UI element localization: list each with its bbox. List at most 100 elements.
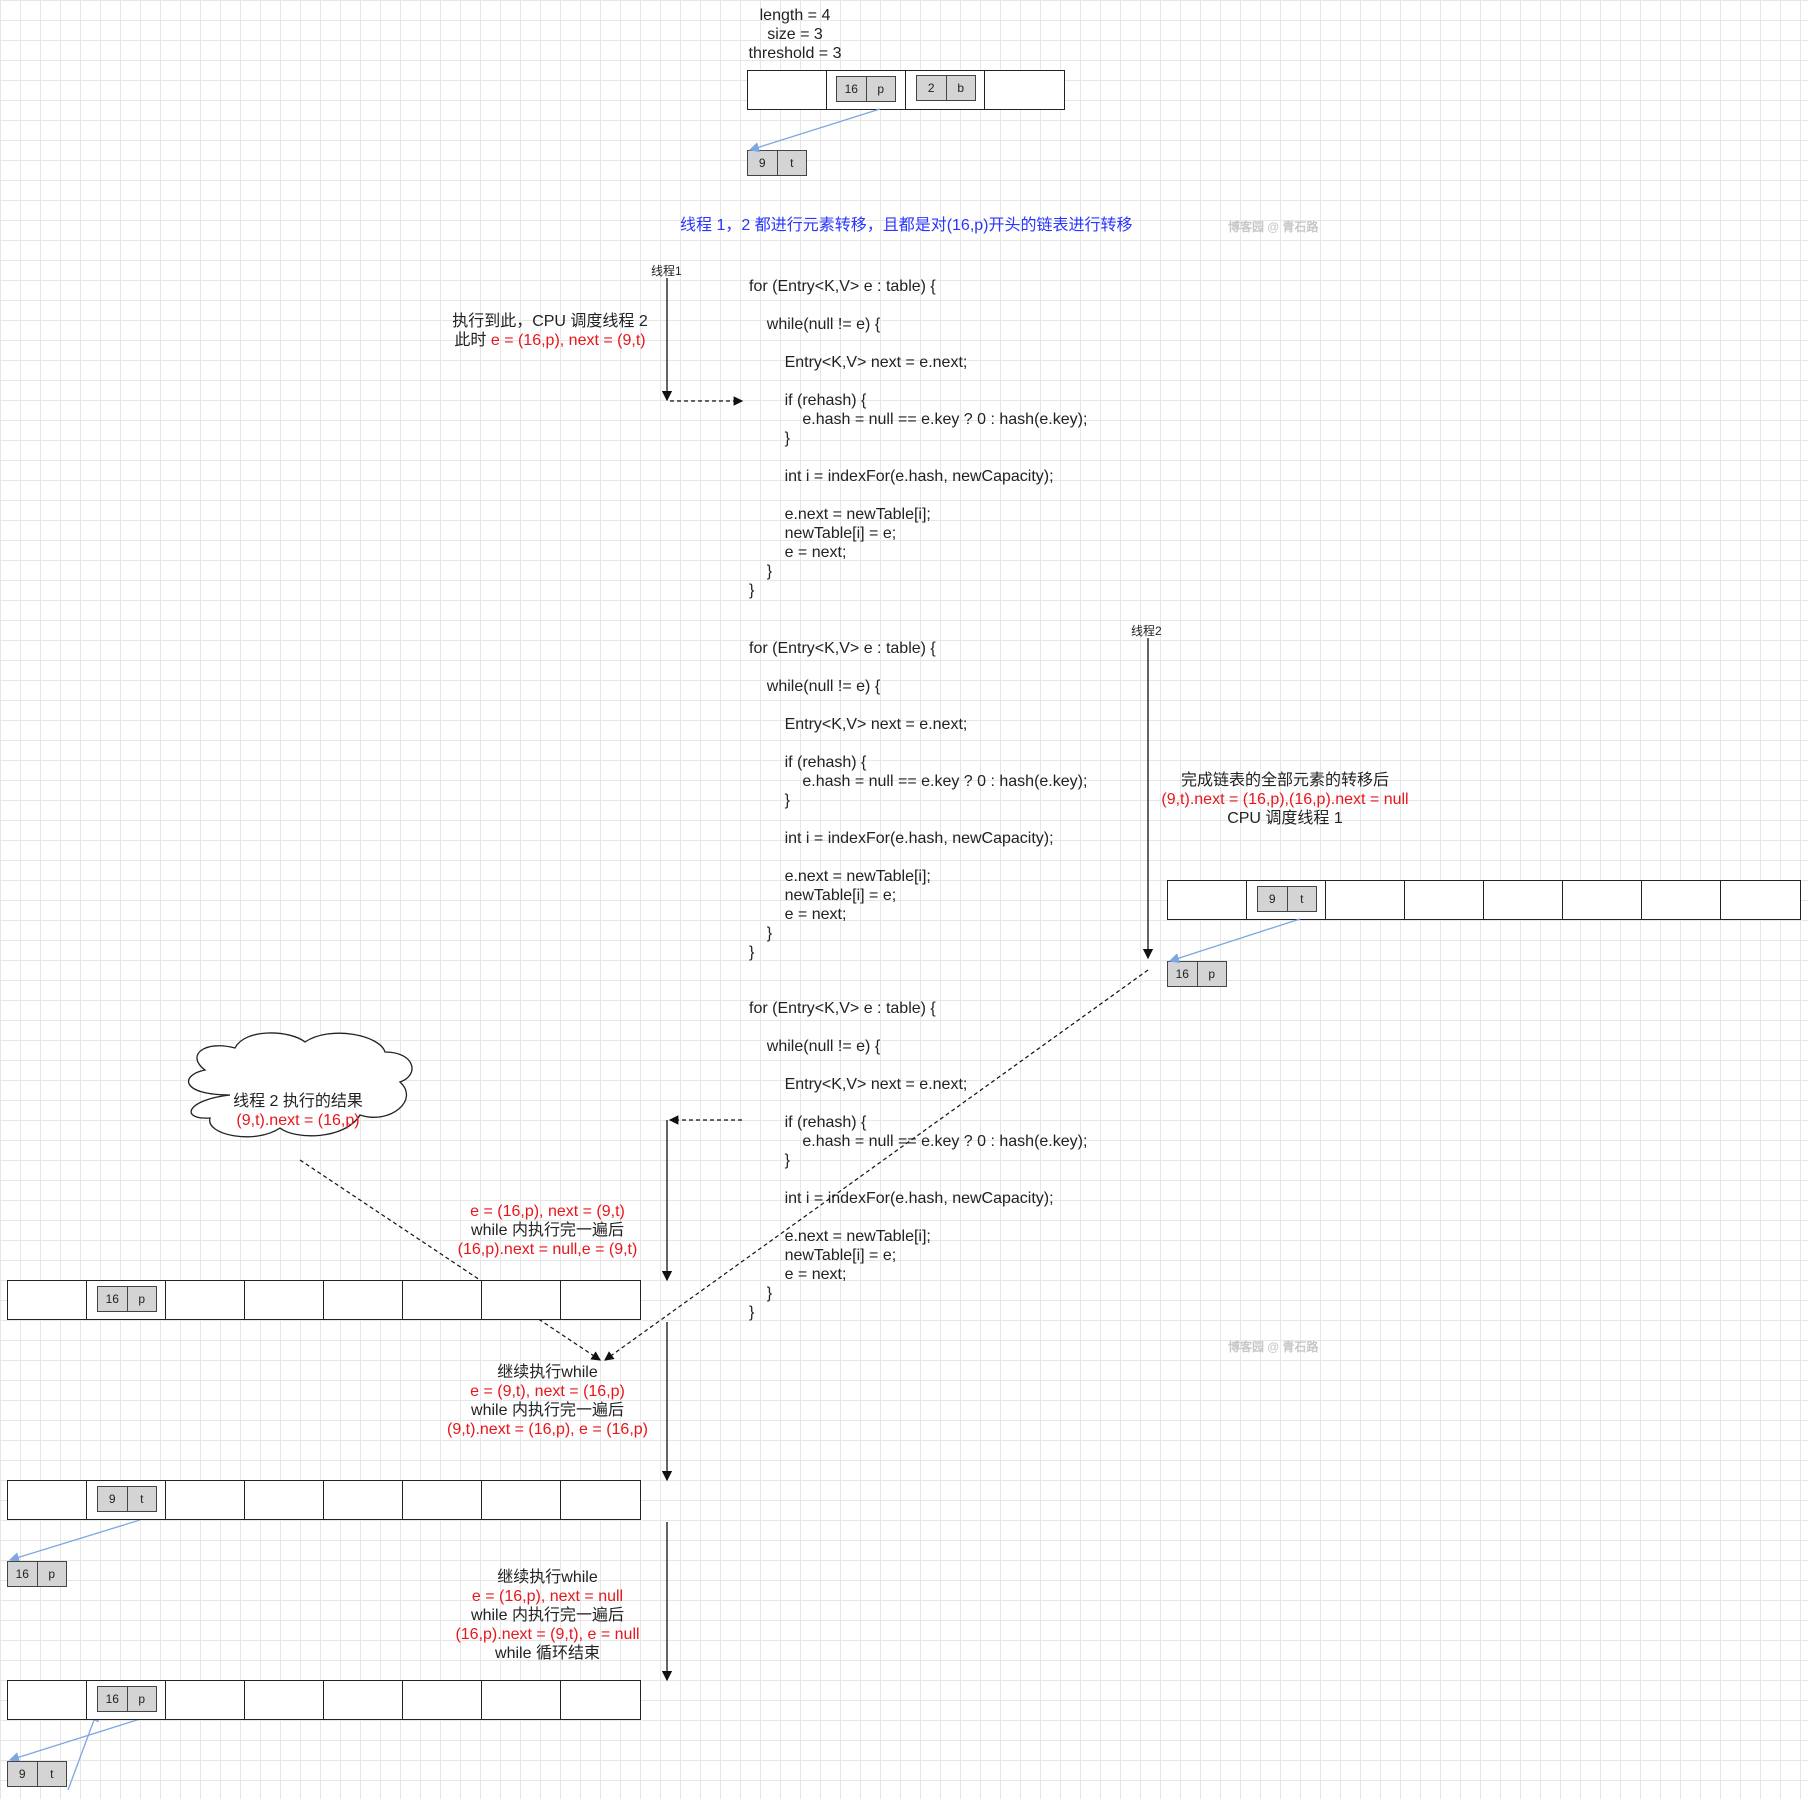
step2-note: 继续执行while e = (9,t), next = (16,p) while… [447, 1364, 648, 1438]
code-line: while(null != e) { [749, 1038, 881, 1055]
table-slot [87, 1681, 166, 1719]
old-table [747, 70, 1065, 110]
dashed-pointer [299, 1159, 601, 1361]
table-slot [166, 1681, 245, 1719]
table-slot [87, 1281, 166, 1319]
table-slot [245, 1481, 324, 1519]
code-line: } [749, 430, 790, 447]
code-line [749, 1018, 1087, 1037]
code-line: } [749, 925, 773, 942]
link-arrow [8, 1519, 141, 1563]
table-slot [561, 1281, 640, 1319]
table-slot [403, 1681, 482, 1719]
link-arrow [8, 1718, 141, 1763]
table-slot [1563, 881, 1642, 919]
step3-note: 继续执行while e = (16,p), next = null while … [455, 1569, 640, 1662]
table-slot [8, 1681, 87, 1719]
table-slot [482, 1681, 561, 1719]
code-line: while(null != e) { [749, 678, 881, 695]
length-label: length = 4 [759, 7, 831, 24]
table-slot [245, 1681, 324, 1719]
table-slot [8, 1481, 87, 1519]
code-line: e.hash = null == e.key ? 0 : hash(e.key)… [749, 411, 1088, 428]
code-line: Entry<K,V> next = e.next; [749, 716, 968, 733]
table-slot [324, 1681, 403, 1719]
code-line: for (Entry<K,V> e : table) { [749, 640, 936, 657]
code-line: int i = indexFor(e.hash, newCapacity); [749, 1190, 1054, 1207]
code-line [749, 486, 1087, 505]
table-slot [166, 1281, 245, 1319]
code-line [749, 1208, 1087, 1227]
code-line [749, 1170, 1087, 1189]
table-slot [1484, 881, 1563, 919]
code-line: e = next; [749, 906, 847, 923]
cloud-note: 线程 2 执行的结果 (9,t).next = (16,p) [233, 1093, 363, 1129]
table-slot [403, 1481, 482, 1519]
code-line [749, 334, 1087, 353]
code-line: newTable[i] = e; [749, 525, 897, 542]
code-line: Entry<K,V> next = e.next; [749, 354, 968, 371]
table-slot [482, 1481, 561, 1519]
code-line [749, 810, 1087, 829]
code-line: int i = indexFor(e.hash, newCapacity); [749, 830, 1054, 847]
code-block-1: for (Entry<K,V> e : table) { while(null … [749, 277, 1087, 600]
code-line [749, 658, 1087, 677]
code-line: for (Entry<K,V> e : table) { [749, 278, 936, 295]
code-line: } [749, 1304, 755, 1321]
table-slot [561, 1681, 640, 1719]
code-line: if (rehash) { [749, 1114, 867, 1131]
watermark: 博客园 @ 青石路 [1228, 220, 1319, 234]
table-slot [8, 1281, 87, 1319]
code-block-3: for (Entry<K,V> e : table) { while(null … [749, 999, 1087, 1322]
code-line: e.next = newTable[i]; [749, 1228, 931, 1245]
note-thread1-pause: 执行到此，CPU 调度线程 2 此时 e = (16,p), next = (9… [452, 313, 648, 349]
code-line: } [749, 582, 755, 599]
table-slot [482, 1281, 561, 1319]
code-line: e.hash = null == e.key ? 0 : hash(e.key)… [749, 773, 1088, 790]
table-slot [1642, 881, 1721, 919]
code-line [749, 1094, 1087, 1113]
note-thread2-result: 完成链表的全部元素的转移后 (9,t).next = (16,p),(16,p)… [1161, 772, 1409, 827]
code-line: e.next = newTable[i]; [749, 506, 931, 523]
code-line: newTable[i] = e; [749, 1247, 897, 1264]
code-line [749, 734, 1087, 753]
code-line: int i = indexFor(e.hash, newCapacity); [749, 468, 1054, 485]
code-line [749, 696, 1087, 715]
code-line [749, 296, 1087, 315]
table-slot [324, 1481, 403, 1519]
table-slot [1405, 881, 1484, 919]
table-slot [1721, 881, 1800, 919]
code-block-2: for (Entry<K,V> e : table) { while(null … [749, 639, 1087, 962]
code-line: } [749, 563, 773, 580]
table-slot [561, 1481, 640, 1519]
code-line [749, 848, 1087, 867]
table-slot [906, 71, 985, 109]
code-line: e.next = newTable[i]; [749, 868, 931, 885]
code-line: if (rehash) { [749, 392, 867, 409]
link-arrow [67, 1710, 99, 1791]
link-arrow [1168, 918, 1301, 964]
code-line: while(null != e) { [749, 316, 881, 333]
step1-note: e = (16,p), next = (9,t) while 内执行完一遍后 (… [457, 1203, 638, 1258]
code-line: } [749, 944, 755, 961]
threshold-label: threshold = 3 [748, 45, 842, 62]
code-line: e = next; [749, 1266, 847, 1283]
diagram-title: 线程 1，2 都进行元素转移，且都是对(16,p)开头的链表进行转移 [680, 217, 1133, 234]
table-slot [748, 71, 827, 109]
size-label: size = 3 [767, 26, 823, 43]
table-slot [985, 71, 1064, 109]
code-line: for (Entry<K,V> e : table) { [749, 1000, 936, 1017]
table-slot [166, 1481, 245, 1519]
code-line: } [749, 792, 790, 809]
table-slot [324, 1281, 403, 1319]
table-slot [827, 71, 906, 109]
code-line: } [749, 1152, 790, 1169]
thread1-label: 线程1 [651, 264, 682, 278]
